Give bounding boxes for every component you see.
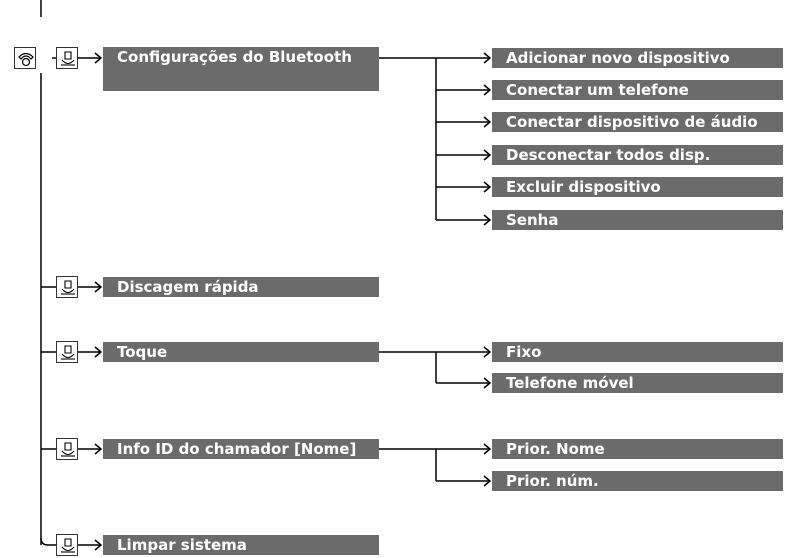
menu-item-system-clear[interactable]: Limpar sistema: [103, 535, 379, 555]
submenu-item-delete-device[interactable]: Excluir dispositivo: [492, 177, 783, 197]
menu-item-caller-id-info[interactable]: Info ID do chamador [Nome]: [103, 439, 379, 459]
talk-button-icon[interactable]: [56, 47, 78, 69]
submenu-item-name-priority[interactable]: Prior. Nome: [492, 439, 783, 459]
menu-item-bluetooth-settings[interactable]: Configurações do Bluetooth: [103, 47, 379, 91]
talk-button-icon[interactable]: [56, 438, 78, 460]
phone-handset-icon[interactable]: [14, 47, 36, 69]
submenu-item-mobile-phone[interactable]: Telefone móvel: [492, 373, 783, 393]
talk-button-icon[interactable]: [56, 341, 78, 363]
talk-button-icon[interactable]: [56, 276, 78, 298]
submenu-item-connect-phone[interactable]: Conectar um telefone: [492, 80, 783, 100]
talk-button-icon[interactable]: [56, 534, 78, 556]
submenu-item-number-priority[interactable]: Prior. núm.: [492, 471, 783, 491]
menu-item-speed-dial[interactable]: Discagem rápida: [103, 277, 379, 297]
submenu-item-fixed[interactable]: Fixo: [492, 342, 783, 362]
submenu-item-connect-audio-device[interactable]: Conectar dispositivo de áudio: [492, 112, 783, 132]
submenu-item-disconnect-all[interactable]: Desconectar todos disp.: [492, 145, 783, 165]
menu-item-ringtone[interactable]: Toque: [103, 342, 379, 362]
submenu-item-add-new-device[interactable]: Adicionar novo dispositivo: [492, 48, 783, 68]
submenu-item-passcode[interactable]: Senha: [492, 210, 783, 230]
